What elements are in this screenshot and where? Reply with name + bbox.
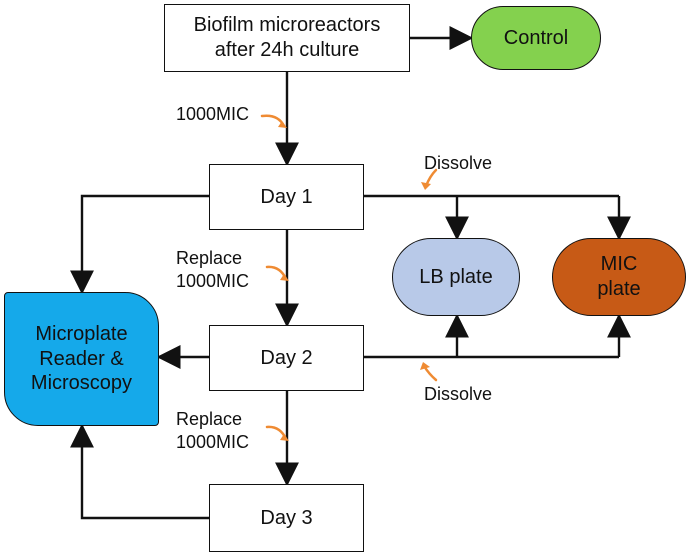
lb-plate-label: LB plate — [419, 265, 493, 288]
dissolve-label-top: Dissolve — [424, 153, 493, 173]
day-1-node: Day 1 — [209, 164, 364, 230]
day-3-label: Day 3 — [260, 506, 313, 529]
day-2-label: Day 2 — [260, 346, 313, 369]
control-node: Control — [471, 6, 601, 70]
dissolve-label-bottom: Dissolve — [424, 384, 493, 404]
biofilm-microreactors-node: Biofilm microreactors after 24h culture — [164, 4, 410, 72]
curved-arrow-icon — [265, 265, 289, 281]
day3-to-reader-arrow — [70, 423, 209, 520]
mic-plate-node: MIC plate — [552, 238, 686, 316]
lb-plate-node: LB plate — [392, 238, 520, 316]
day-2-node: Day 2 — [209, 325, 364, 391]
replace-1000mic-label-1: Replace 1000MIC — [176, 248, 250, 291]
top-1000mic-label: 1000MIC — [176, 104, 250, 124]
day-3-node: Day 3 — [209, 484, 364, 552]
microplate-reader-microscopy-node: Microplate Reader & Microscopy — [4, 292, 159, 426]
day-1-label: Day 1 — [260, 185, 313, 208]
day1-to-reader-arrow — [70, 194, 209, 295]
curved-arrow-icon — [420, 362, 438, 382]
mic-plate-label: MIC plate — [597, 253, 641, 300]
microplate-reader-microscopy-label: Microplate Reader & Microscopy — [30, 323, 133, 395]
curved-arrow-icon — [260, 114, 287, 128]
control-label: Control — [503, 26, 569, 49]
biofilm-microreactors-label: Biofilm microreactors after 24h culture — [193, 14, 381, 61]
curved-arrow-icon — [265, 425, 289, 441]
replace-1000mic-label-2: Replace 1000MIC — [176, 409, 250, 452]
curved-arrow-icon — [421, 168, 438, 190]
